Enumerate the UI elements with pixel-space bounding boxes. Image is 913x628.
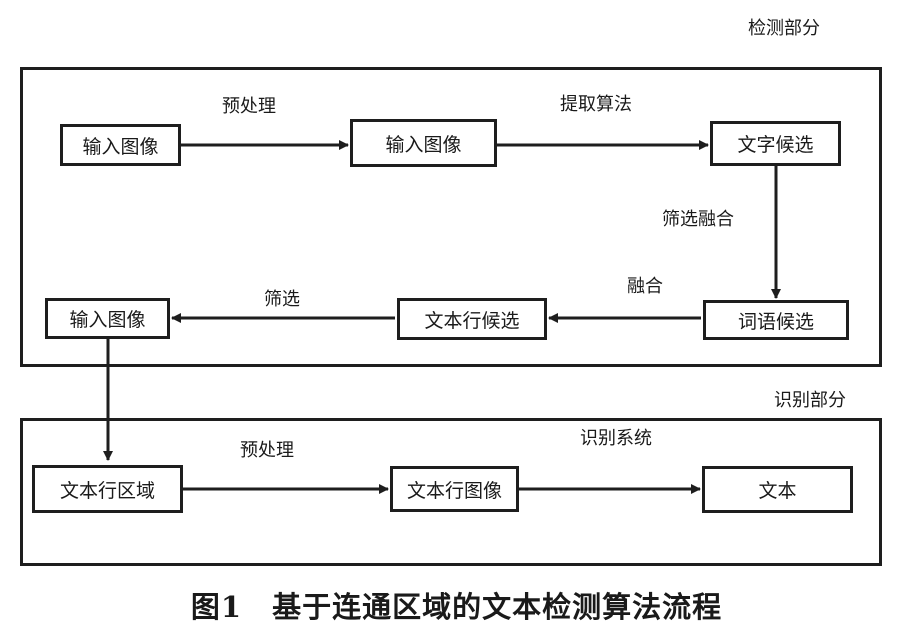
- node-textline-region: 文本行区域: [32, 465, 183, 513]
- label-preprocess-1: 预处理: [222, 96, 276, 117]
- node-textline-image: 文本行图像: [390, 466, 519, 512]
- node-text-candidate: 文字候选: [710, 121, 841, 166]
- node-input-image-3: 输入图像: [45, 298, 170, 339]
- node-textline-candidate: 文本行候选: [397, 298, 547, 340]
- label-filter: 筛选: [264, 289, 300, 310]
- label-extract-algorithm: 提取算法: [560, 94, 632, 115]
- label-recognition-system: 识别系统: [580, 428, 652, 449]
- label-fuse: 融合: [627, 276, 663, 297]
- node-word-candidate: 词语候选: [703, 300, 849, 340]
- recognition-section-title: 识别部分: [774, 390, 846, 411]
- recognition-section: [20, 418, 882, 566]
- node-text-output: 文本: [702, 466, 853, 513]
- figure-caption: 图1 基于连通区域的文本检测算法流程: [190, 590, 723, 624]
- node-input-image-1: 输入图像: [60, 124, 181, 166]
- label-filter-fuse: 筛选融合: [662, 209, 734, 230]
- label-preprocess-2: 预处理: [240, 440, 294, 461]
- detection-section: [20, 67, 882, 367]
- detection-section-title: 检测部分: [748, 18, 820, 39]
- node-input-image-2: 输入图像: [350, 119, 497, 167]
